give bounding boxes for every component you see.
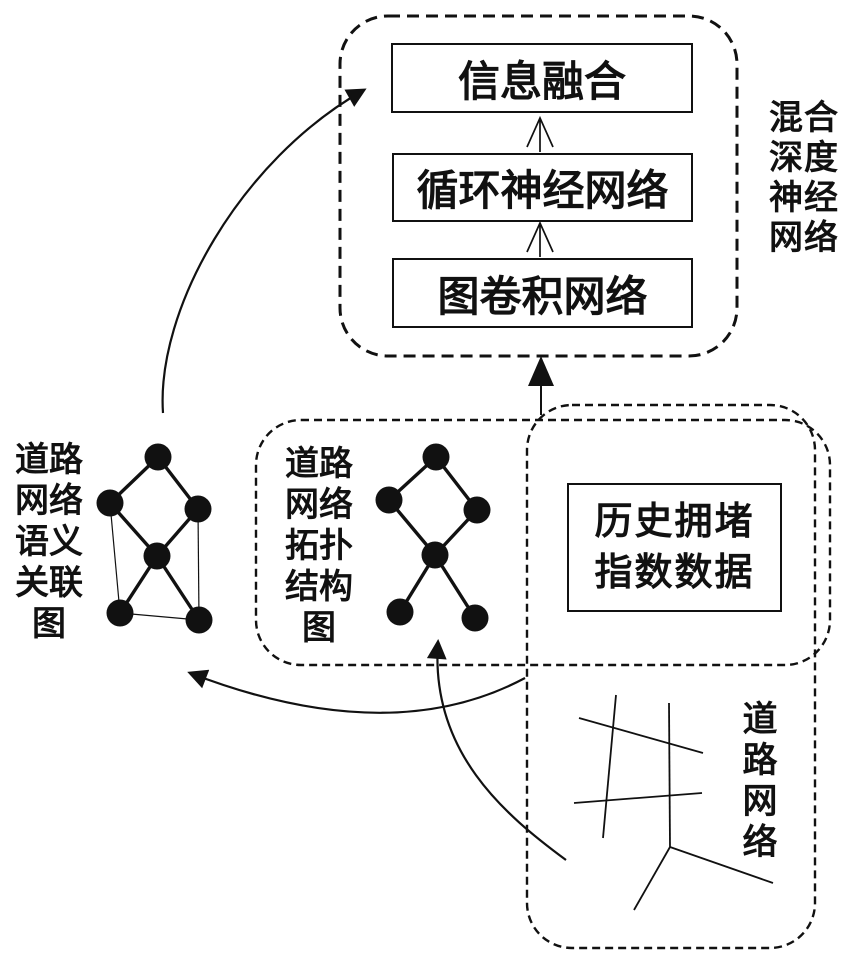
graph-convolution-network-box: 图卷积网络	[392, 258, 693, 328]
hybrid-network-side-label: 混合 深度 神经 网络	[766, 99, 842, 259]
information-fusion-label: 信息融合	[457, 59, 626, 106]
hybrid-label-line: 混合	[769, 100, 839, 137]
topology-graph-edges	[387, 455, 479, 619]
road-label-line: 网	[742, 782, 778, 821]
hybrid-label-line: 网络	[769, 220, 839, 257]
semantic-label-line: 道路	[15, 442, 83, 479]
recurrent-neural-network-box: 循环神经网络	[392, 153, 693, 222]
semantic-label-line: 图	[32, 606, 66, 643]
arrow-road-network-to-topology-graph	[426, 639, 567, 861]
semantic-label-line: 关联	[15, 565, 83, 602]
hybrid-label-line: 深度	[769, 140, 839, 177]
topology-label-line: 道路	[285, 446, 353, 483]
historical-congestion-line-1: 历史拥堵	[594, 500, 755, 543]
arrow-gcn-to-rnn-icon	[526, 220, 554, 257]
recurrent-neural-network-label: 循环神经网络	[416, 169, 669, 215]
semantic-graph-nodes	[96, 443, 213, 634]
information-fusion-box: 信息融合	[391, 43, 693, 113]
road-network-dashed-container	[525, 403, 817, 950]
topology-label-line: 网络	[285, 487, 353, 524]
arrow-road-network-to-semantic-graph	[187, 669, 526, 714]
hybrid-network-dashed-container	[338, 14, 739, 358]
hybrid-label-line: 神经	[769, 180, 839, 217]
road-network-sketch	[573, 694, 774, 911]
semantic-graph-label: 道路 网络 语义 关联 图	[12, 440, 86, 645]
road-label-line: 道	[742, 700, 778, 739]
topology-label-line: 结构	[285, 569, 353, 606]
topology-label-line: 图	[302, 610, 336, 647]
semantic-graph	[96, 443, 213, 634]
semantic-label-line: 语义	[15, 524, 83, 561]
historical-congestion-data-box: 历史拥堵 指数数据	[567, 483, 782, 612]
arrow-inputs-to-hybrid-network-icon	[528, 356, 554, 415]
road-label-line: 路	[742, 741, 778, 780]
topology-graph-label: 道路 网络 拓扑 结构 图	[282, 444, 356, 649]
road-network-label: 道 路 网 络	[738, 699, 782, 863]
topology-label-line: 拓扑	[285, 528, 353, 565]
topology-graph-nodes	[375, 443, 491, 632]
graph-convolution-network-label: 图卷积网络	[437, 274, 648, 321]
historical-congestion-line-2: 指数数据	[594, 551, 755, 594]
topology-graph	[375, 443, 491, 632]
semantic-label-line: 网络	[15, 483, 83, 520]
semantic-graph-edges	[108, 455, 201, 621]
topology-dashed-container	[254, 418, 832, 667]
road-label-line: 络	[742, 823, 778, 862]
arrow-rnn-to-fusion-icon	[526, 115, 554, 152]
arrow-semantic-graph-to-hybrid-network	[161, 88, 367, 414]
